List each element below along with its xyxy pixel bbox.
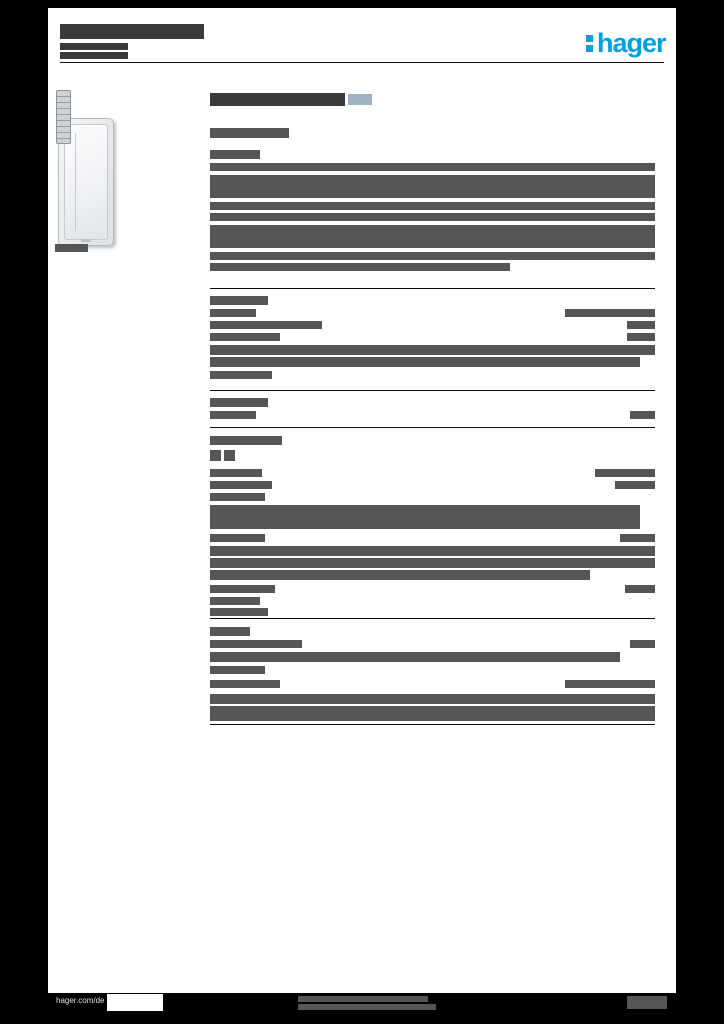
door-seam bbox=[75, 133, 76, 231]
enclosure-body bbox=[58, 118, 114, 246]
logo-colon-mark bbox=[586, 34, 593, 52]
enclosure-door bbox=[64, 124, 108, 240]
footer-white-box bbox=[107, 994, 163, 1011]
document-page bbox=[48, 8, 676, 993]
footer-page-bar bbox=[627, 996, 667, 1009]
footer-site-url: hager.com/de bbox=[56, 996, 105, 1005]
terminal-strip bbox=[56, 90, 71, 144]
footer-text-bar bbox=[298, 1004, 436, 1010]
door-latch bbox=[81, 239, 91, 242]
hager-logo: hager bbox=[586, 26, 667, 60]
footer-text-bar bbox=[298, 996, 428, 1002]
logo-text: hager bbox=[597, 27, 667, 58]
product-photo bbox=[52, 88, 116, 248]
